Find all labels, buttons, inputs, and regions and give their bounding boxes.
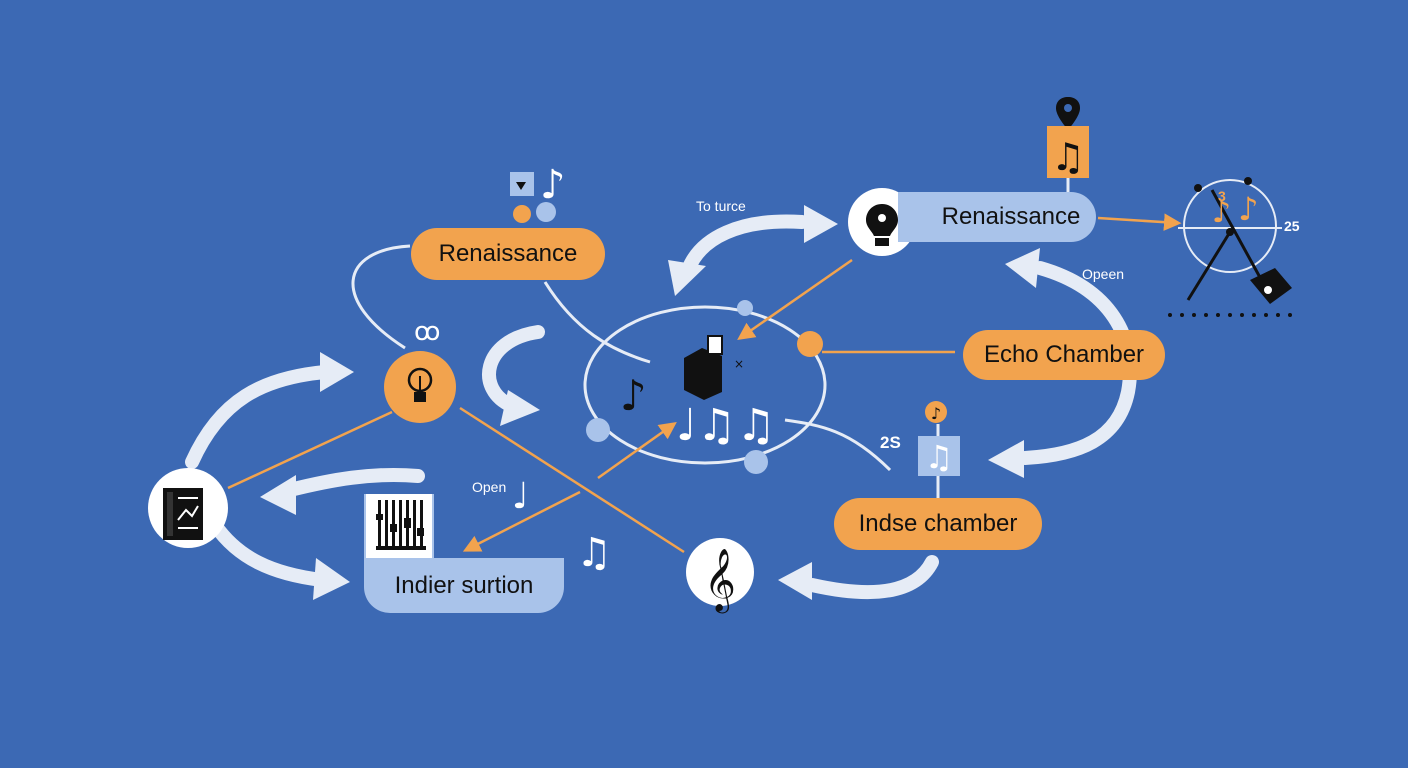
label-open-right: Opeen xyxy=(1082,266,1125,282)
node-renaissance-right[interactable]: Renaissance xyxy=(898,192,1096,242)
arrowhead xyxy=(313,558,350,600)
arrowhead xyxy=(500,390,540,426)
music-note-badge xyxy=(925,401,947,423)
node-indier-surtion[interactable]: Indier surtion xyxy=(364,558,564,613)
label-2s: 2S xyxy=(880,433,901,452)
speaker-box-icon xyxy=(684,348,722,400)
arrowhead xyxy=(778,562,812,600)
node-label: Echo Chamber xyxy=(983,341,1145,368)
equalizer-icon xyxy=(376,500,426,550)
orange-connector xyxy=(459,406,685,554)
arrowhead xyxy=(260,475,296,515)
orange-connector xyxy=(462,490,581,552)
orange-connector xyxy=(227,410,393,490)
connector-line xyxy=(784,418,892,472)
music-note-icon: ♪ xyxy=(620,371,647,420)
node-indse-chamber[interactable]: Indse chamber xyxy=(834,498,1042,550)
flow-arrow xyxy=(681,214,809,277)
lightbulb-icon xyxy=(407,367,433,402)
svg-text:♪: ♪ xyxy=(1212,195,1231,230)
connector-line xyxy=(543,281,651,364)
flow-arrow xyxy=(185,365,332,469)
clef-node[interactable] xyxy=(686,538,754,606)
play-marker-icon xyxy=(516,182,526,190)
hub-dot xyxy=(586,418,610,442)
node-renaissance-left[interactable]: Renaissance xyxy=(411,228,605,280)
metronome-icon: ♪ ♪ xyxy=(1168,177,1292,317)
flow-arrow xyxy=(283,467,425,497)
music-note-icon: ♫ xyxy=(576,530,612,576)
hub-dot xyxy=(797,331,823,357)
document-chart-icon xyxy=(163,488,203,540)
node-label: Indse chamber xyxy=(858,510,1018,537)
close-icon: × xyxy=(734,357,744,371)
music-note-icon: ♫ xyxy=(1051,135,1085,179)
label-open-left: Open xyxy=(472,479,507,495)
arrowhead xyxy=(320,352,354,392)
label-25: 25 xyxy=(1284,218,1300,234)
label-to-turce: To turce xyxy=(696,198,746,214)
lightbulb-icon xyxy=(866,204,898,246)
marker-dot xyxy=(513,205,531,223)
arrowhead xyxy=(668,260,706,296)
orange-connector xyxy=(737,258,853,341)
hub-dot xyxy=(744,450,768,474)
music-note-box xyxy=(1047,126,1089,178)
arrowhead xyxy=(804,205,838,243)
marker-dot xyxy=(536,202,556,222)
music-note-icon: ♩ xyxy=(512,476,529,517)
central-hub-ring xyxy=(583,305,827,465)
node-echo-chamber[interactable]: Echo Chamber xyxy=(963,330,1165,380)
node-label: Indier surtion xyxy=(394,571,534,599)
music-note-icon: ♫ xyxy=(925,438,954,476)
music-notes-icon: ♩♫♫ xyxy=(676,400,776,451)
node-label: Renaissance xyxy=(941,203,1081,230)
svg-text:♪: ♪ xyxy=(1238,190,1258,228)
location-pin-icon xyxy=(1056,97,1080,130)
flow-arrow xyxy=(208,518,329,587)
arrowhead xyxy=(988,440,1024,478)
flow-arrow xyxy=(1018,261,1137,465)
link-glyph-icon: ꝏ xyxy=(414,317,440,347)
arrowhead xyxy=(1005,248,1040,288)
orange-connector xyxy=(1097,213,1182,231)
node-label: Renaissance xyxy=(438,240,578,267)
music-note-icon: ♪ xyxy=(540,162,566,208)
label-3: 3 xyxy=(1218,188,1226,204)
orange-connector xyxy=(597,421,677,480)
flow-arrow xyxy=(805,555,939,600)
music-note-icon: ♪ xyxy=(931,404,941,423)
tag-icon xyxy=(707,335,723,355)
connector-line xyxy=(351,244,411,350)
music-note-box xyxy=(918,436,960,476)
hub-dot xyxy=(737,300,753,316)
flow-arrow xyxy=(482,325,545,413)
treble-clef-icon: 𝄞 xyxy=(704,548,736,614)
